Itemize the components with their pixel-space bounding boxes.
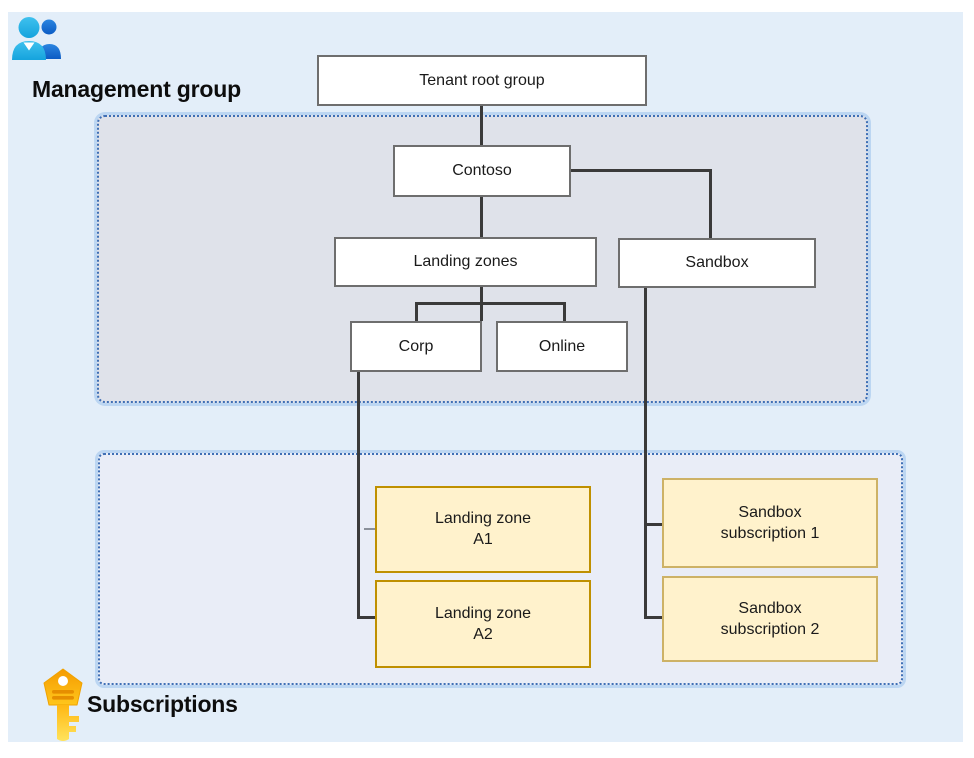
connector-tick-sub1 (644, 523, 662, 526)
connector-contoso-to-sandbox-vertical (709, 169, 712, 239)
node-contoso: Contoso (393, 145, 571, 197)
connector-contoso-to-landing-zones (480, 197, 483, 238)
node-landing-zone-a1-line1: Landing zone (434, 510, 532, 527)
node-tenant-root-group-label: Tenant root group (419, 71, 545, 89)
node-sandbox-subscription-2-line1: Sandbox (738, 599, 802, 617)
node-sandbox-subscription-1: Sandbox subscription 1 (662, 478, 878, 568)
connector-contoso-to-sandbox-horizontal (569, 169, 712, 172)
node-landing-zone-a1-line2: A1 (473, 531, 493, 548)
connector-stub-corp (415, 302, 418, 322)
connector-stub-online (563, 302, 566, 322)
node-landing-zone-a2-line1: Landing zone (434, 604, 532, 622)
node-landing-zone-a2: Landing zone A2 (375, 580, 591, 668)
subscriptions-key-icon (41, 668, 87, 742)
node-landing-zone-a1: Landing zone A1 (375, 486, 591, 573)
node-online: Online (496, 321, 628, 372)
node-sandbox-subscription-2: Sandbox subscription 2 (662, 576, 878, 662)
node-sandbox: Sandbox (618, 238, 816, 288)
node-landing-zones: Landing zones (334, 237, 597, 287)
node-landing-zone-a2-line2: A2 (473, 625, 493, 643)
connector-sandbox-to-subscriptions (644, 288, 647, 619)
node-sandbox-subscription-2-line2: subscription 2 (720, 620, 820, 638)
connector-tick-a1 (364, 528, 375, 530)
node-corp-label: Corp (398, 337, 434, 355)
connector-branch-horizontal (415, 302, 566, 305)
node-landing-zones-label: Landing zones (413, 253, 518, 270)
node-sandbox-label: Sandbox (685, 254, 749, 271)
node-sandbox-subscription-1-line1: Sandbox (738, 503, 802, 521)
connector-corp-to-subscriptions (357, 372, 360, 619)
node-online-label: Online (538, 337, 586, 355)
node-corp: Corp (350, 321, 482, 372)
connector-elbow-sub2 (644, 616, 662, 619)
management-group-people-icon (10, 15, 64, 61)
management-group-title: Management group (32, 76, 241, 102)
connector-elbow-a2 (357, 616, 375, 619)
node-contoso-label: Contoso (452, 162, 512, 179)
node-tenant-root-group: Tenant root group (317, 55, 647, 106)
node-sandbox-subscription-1-line2: subscription 1 (720, 524, 820, 542)
connector-tenant-to-contoso (480, 106, 483, 146)
subscriptions-title: Subscriptions (87, 691, 238, 717)
